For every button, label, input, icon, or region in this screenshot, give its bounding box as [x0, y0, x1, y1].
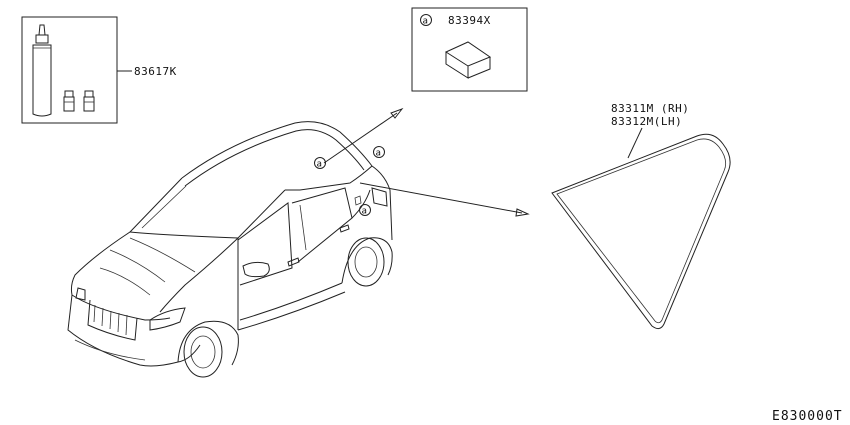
arrow-to-clip-kit [323, 112, 398, 164]
clip-kit-marker-circle [420, 14, 432, 26]
primer-bottle-icon [83, 90, 95, 112]
sealant-tube-icon [32, 24, 52, 117]
sealant-kit-box [21, 16, 118, 124]
callout-arrows [323, 107, 530, 217]
svg-text:a: a [376, 149, 382, 159]
callout-marker: a [314, 157, 326, 170]
clip-kit-part-number: 83394X [448, 14, 491, 27]
arrow-to-quarter-glass [359, 182, 523, 214]
clip-kit-group: a 83394X [411, 7, 528, 92]
quarter-glass-icon [551, 133, 731, 330]
svg-text:a: a [317, 160, 323, 170]
quarter-glass-group: 83311M (RH) 83312M(LH) [551, 102, 731, 330]
callout-marker: a [359, 204, 371, 217]
clip-kit-marker-letter: a [423, 17, 429, 27]
clip-kit-box [411, 7, 528, 92]
quarter-glass-leader [627, 127, 643, 159]
suv-vehicle-icon [67, 121, 393, 378]
svg-text:a: a [362, 207, 368, 217]
primer-bottle-icon [63, 90, 75, 112]
callout-marker: a [373, 146, 385, 159]
diagram-reference-code: E830000T [772, 409, 843, 424]
clip-block-icon [444, 41, 492, 79]
sealant-kit-group: 83617K [21, 16, 177, 124]
quarter-glass-part-number-lh: 83312M(LH) [611, 115, 682, 128]
quarter-glass-part-number-rh: 83311M (RH) [611, 102, 689, 115]
sealant-kit-part-number: 83617K [134, 65, 177, 78]
